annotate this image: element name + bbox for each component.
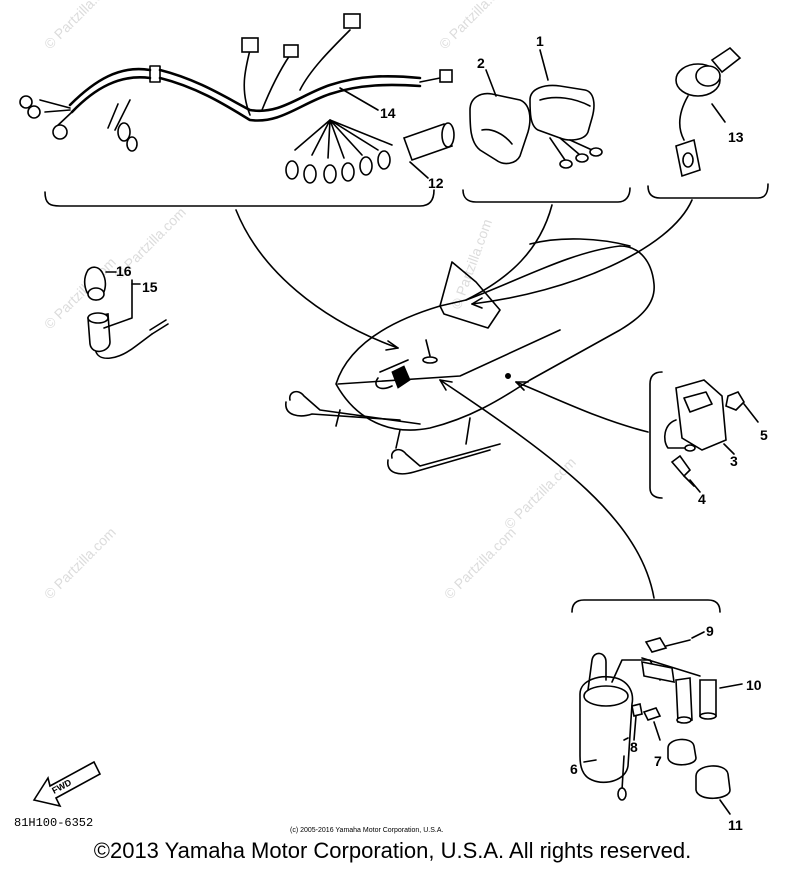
callout-13: 13 (728, 129, 744, 145)
leader-ignition (465, 204, 553, 301)
callout-14: 14 (380, 105, 396, 121)
callout-11: 11 (728, 817, 743, 833)
bracket-harness (44, 189, 435, 207)
bracket-rectifier (649, 371, 663, 499)
bracket-switch (647, 183, 769, 199)
callout-3: 3 (730, 453, 738, 469)
leader-rectifier (515, 381, 649, 433)
watermark: © Partzilla.com (436, 0, 514, 52)
leader-harness (235, 209, 399, 349)
callout-5: 5 (760, 427, 768, 443)
watermark: © Partzilla.com (501, 454, 579, 532)
ignition-coil-group (579, 631, 743, 815)
wire-harness (19, 13, 455, 184)
leader-coil (439, 379, 655, 599)
callout-15: 15 (142, 279, 158, 295)
callout-12: 12 (428, 175, 444, 191)
connector (241, 37, 259, 53)
bracket-ignition (462, 187, 631, 203)
callout-6: 6 (570, 761, 578, 777)
copyright-notice: ©2013 Yamaha Motor Corporation, U.S.A. A… (93, 838, 692, 863)
watermark: © Partzilla.com (41, 0, 119, 52)
callout-4: 4 (698, 491, 706, 507)
callout-16: 16 (116, 263, 132, 279)
snowmobile (285, 238, 655, 475)
callout-2: 2 (477, 55, 485, 71)
ignition-unit-group (469, 49, 603, 169)
watermark: © Partzilla.com (41, 524, 119, 602)
callout-7: 7 (654, 753, 662, 769)
callouts: 1 2 3 4 5 6 7 8 9 10 11 12 13 14 15 16 (116, 33, 768, 833)
main-switch-group (675, 46, 742, 178)
rectifier-group (663, 379, 759, 493)
callout-10: 10 (746, 677, 762, 693)
callout-8: 8 (630, 739, 638, 755)
small-copyright: (c) 2005-2016 Yamaha Motor Corporation, … (290, 827, 443, 834)
fwd-arrow: FWD (32, 760, 102, 808)
watermark: © Partzilla.com (441, 524, 519, 602)
diagram-code: 81H100-6352 (14, 816, 93, 830)
bulb-group (83, 266, 169, 359)
callout-9: 9 (706, 623, 714, 639)
leader-switch (471, 199, 693, 305)
bracket-coil (571, 599, 721, 613)
callout-1: 1 (536, 33, 544, 49)
